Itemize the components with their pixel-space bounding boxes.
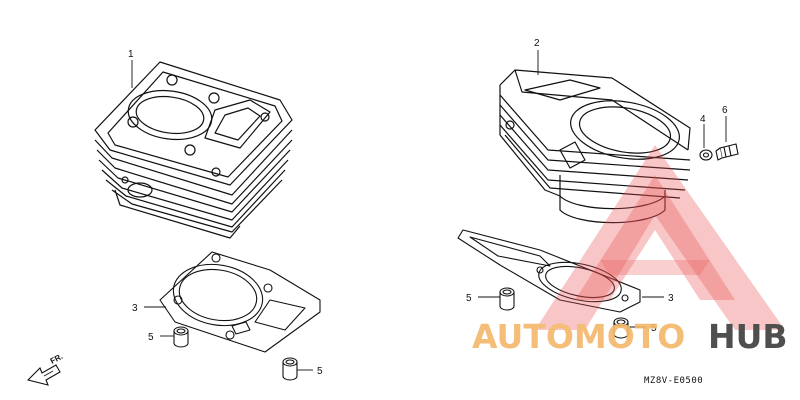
drawing-code: MZ8V-E0500 — [644, 376, 703, 386]
callout-5-right-b: 5 — [651, 323, 657, 334]
callout-2: 2 — [534, 38, 540, 49]
front-direction-arrow: FR. — [26, 352, 65, 386]
callout-4: 4 — [700, 114, 706, 125]
base-gasket-right — [457, 229, 641, 313]
washer — [699, 149, 713, 161]
front-direction-label: FR. — [49, 352, 65, 366]
watermark-text-hub: HUB — [708, 317, 788, 356]
callout-5-right-a: 5 — [466, 293, 472, 304]
leader-lines — [131, 50, 727, 371]
dowel-pin-right-b — [613, 317, 629, 339]
callout-3-right: 3 — [668, 293, 674, 304]
watermark-logo: AUTOMOTO HUB — [472, 145, 788, 356]
callout-5-left-b: 5 — [317, 366, 323, 377]
callout-3-left: 3 — [132, 303, 138, 314]
cylinder-right — [499, 69, 691, 224]
watermark-text-automoto: AUTOMOTO — [472, 317, 685, 356]
callout-6: 6 — [722, 105, 728, 116]
dowel-pin-left-b — [282, 357, 298, 381]
dowel-pin-left-a — [173, 326, 189, 348]
bolt — [715, 143, 739, 161]
dowel-pin-right-a — [499, 287, 515, 311]
cylinder-left — [94, 61, 293, 239]
base-gasket-left — [159, 251, 321, 353]
callout-1: 1 — [128, 49, 134, 60]
callout-5-left-a: 5 — [148, 332, 154, 343]
